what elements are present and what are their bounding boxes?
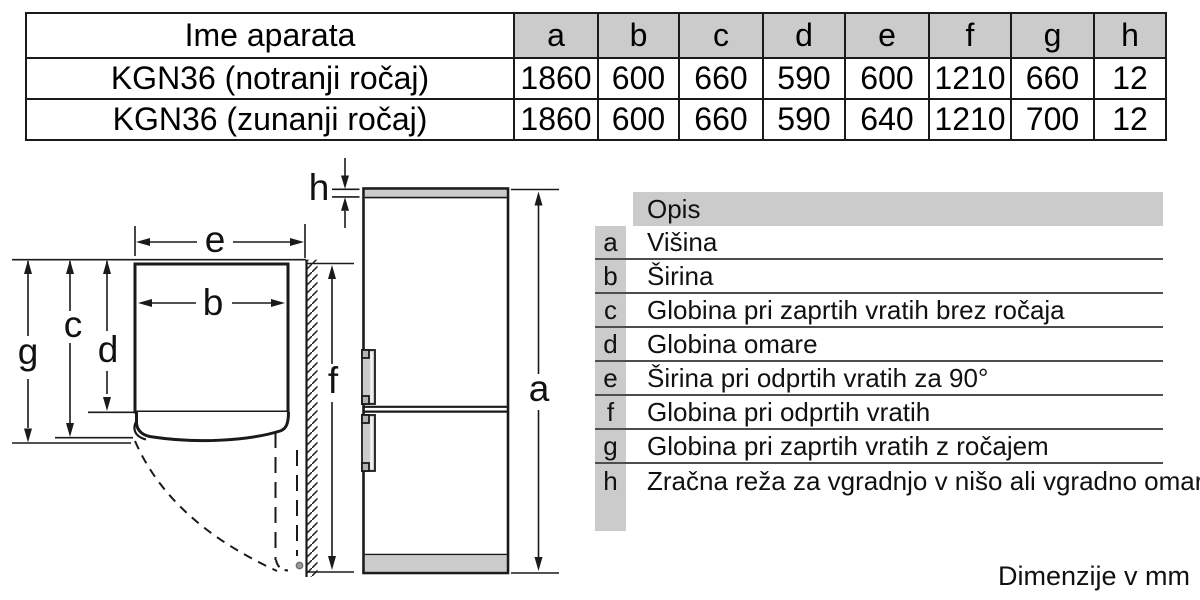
legend-text: Globina omare xyxy=(647,328,818,359)
value-cell: 12 xyxy=(1093,98,1167,141)
legend-text: Širina xyxy=(647,260,714,291)
legend-key: f xyxy=(595,396,626,428)
dimension-g xyxy=(24,260,32,443)
top-view-drawing: e b c d g f xyxy=(12,219,354,577)
legend-header-spacer xyxy=(595,192,626,226)
dimension-e xyxy=(134,224,306,258)
spec-row-external-handle: KGN36 (zunanji ročaj) 1860 600 660 590 6… xyxy=(25,98,1167,141)
dim-label-a: a xyxy=(529,368,550,409)
legend-text: Zračna reža za vgradnjo v nišo ali vgrad… xyxy=(647,465,1200,496)
legend-row-e: e Širina pri odprtih vratih za 90° xyxy=(595,362,1163,396)
fridge-front-body xyxy=(362,187,510,575)
dimension-b xyxy=(138,299,285,307)
legend-row-h: h Zračna reža za vgradnjo v nišo ali vgr… xyxy=(595,464,1200,498)
spec-header-d: d xyxy=(762,12,846,59)
value-cell: 1860 xyxy=(513,57,599,100)
legend-key: c xyxy=(595,294,626,326)
spec-header-c: c xyxy=(678,12,764,59)
spec-header-f: f xyxy=(928,12,1012,59)
legend-key: d xyxy=(595,328,626,360)
dim-label-f: f xyxy=(328,360,339,401)
spec-header-row: Ime aparata a b c d e f g h xyxy=(25,12,1167,59)
air-gap-strip xyxy=(365,190,507,197)
value-cell: 590 xyxy=(762,98,846,141)
door-swing-arc xyxy=(134,440,278,572)
legend-tail-blank xyxy=(633,498,1163,531)
legend-row-f: f Globina pri odprtih vratih xyxy=(595,396,1163,430)
spec-header-b: b xyxy=(597,12,680,59)
value-cell: 1210 xyxy=(928,98,1012,141)
dim-label-b: b xyxy=(203,282,224,323)
spec-header-a: a xyxy=(513,12,599,59)
legend-row-c: c Globina pri zaprtih vratih brez ročaja xyxy=(595,294,1163,328)
dim-label-g: g xyxy=(18,331,39,372)
cabinet-top-view xyxy=(133,262,290,414)
legend-table: Opis a Višina b Širina c Globina pri zap… xyxy=(595,192,1200,531)
upper-door-handle xyxy=(361,349,376,405)
legend-row-b: b Širina xyxy=(595,260,1163,294)
value-cell: 660 xyxy=(678,57,764,100)
units-note: Dimenzije v mm xyxy=(997,561,1190,591)
legend-row-g: g Globina pri zaprtih vratih z ročajem xyxy=(595,430,1163,464)
spec-row-internal-handle: KGN36 (notranji ročaj) 1860 600 660 590 … xyxy=(25,57,1167,100)
value-cell: 660 xyxy=(1010,57,1095,100)
spec-table: Ime aparata a b c d e f g h KGN36 (notra… xyxy=(25,12,1167,141)
door-top-view xyxy=(135,411,290,443)
legend-key: a xyxy=(595,226,626,258)
legend-key: h xyxy=(595,464,626,498)
front-view-drawing: a h xyxy=(309,158,559,575)
dimension-a xyxy=(511,188,559,574)
dimension-h xyxy=(332,158,360,228)
legend-text: Širina pri odprtih vratih za 90° xyxy=(647,362,989,393)
value-cell: 600 xyxy=(597,57,680,100)
dim-label-c: c xyxy=(64,304,83,345)
value-cell: 1210 xyxy=(928,57,1012,100)
value-cell: 660 xyxy=(678,98,764,141)
value-cell: 590 xyxy=(762,57,846,100)
dimension-drawing: e b c d g f xyxy=(12,158,559,577)
value-cell: 640 xyxy=(844,98,930,141)
legend-row-a: a Višina xyxy=(595,226,1163,260)
door-handle-lip xyxy=(133,419,147,441)
value-cell: 600 xyxy=(844,57,930,100)
legend-key: b xyxy=(595,260,626,292)
dimension-f xyxy=(307,262,354,573)
value-cell: 600 xyxy=(597,98,680,141)
legend-header: Opis xyxy=(633,192,1163,226)
model-name: KGN36 (zunanji ročaj) xyxy=(25,98,515,141)
legend-tail-gray xyxy=(595,498,626,531)
legend-text: Globina pri zaprtih vratih brez ročaja xyxy=(647,294,1065,325)
spec-header-h: h xyxy=(1093,12,1167,59)
door-divider xyxy=(363,405,509,413)
legend-key: e xyxy=(595,362,626,394)
plinth xyxy=(365,555,507,572)
legend-header-row: Opis xyxy=(595,192,1163,226)
spec-header-e: e xyxy=(844,12,930,59)
dim-label-h: h xyxy=(309,167,330,208)
value-cell: 700 xyxy=(1010,98,1095,141)
legend-text: Višina xyxy=(647,226,718,257)
legend-tail xyxy=(595,498,1163,531)
wall xyxy=(305,259,318,577)
hinge-pin xyxy=(295,561,304,570)
dimension-c xyxy=(66,260,74,437)
dim-label-e: e xyxy=(205,219,226,260)
legend-text: Globina pri odprtih vratih xyxy=(647,396,931,427)
open-door-dashed xyxy=(274,432,304,572)
spec-header-g: g xyxy=(1010,12,1095,59)
value-cell: 12 xyxy=(1093,57,1167,100)
model-name: KGN36 (notranji ročaj) xyxy=(25,57,515,100)
spec-name-header: Ime aparata xyxy=(25,12,515,59)
dim-label-d: d xyxy=(98,329,119,370)
dimension-d xyxy=(103,260,111,411)
legend-text: Globina pri zaprtih vratih z ročajem xyxy=(647,430,1049,461)
legend-row-d: d Globina omare xyxy=(595,328,1163,362)
legend-key: g xyxy=(595,430,626,462)
value-cell: 1860 xyxy=(513,98,599,141)
lower-door-handle xyxy=(361,414,376,472)
